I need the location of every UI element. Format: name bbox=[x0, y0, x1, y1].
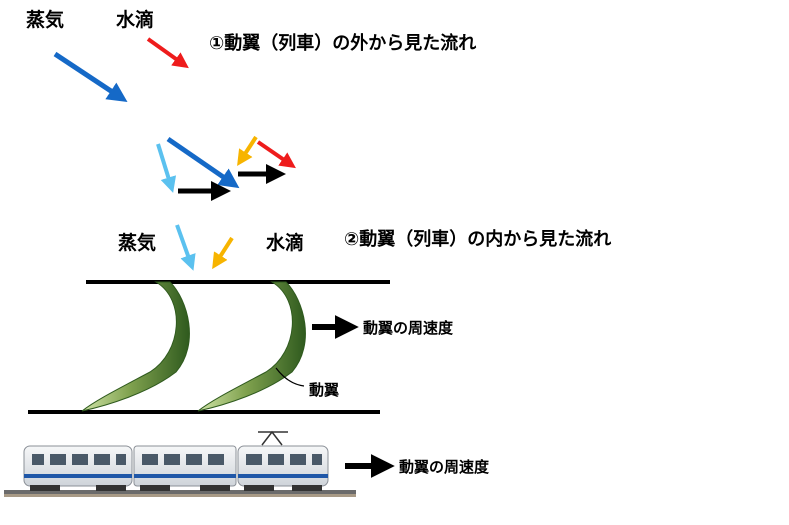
blade-leader-line bbox=[275, 367, 305, 387]
turbine-blade-icon bbox=[197, 281, 306, 412]
droplet-relative-arrow bbox=[237, 135, 258, 167]
turbine-blade-icon bbox=[81, 281, 190, 412]
steam-label-top: 蒸気 bbox=[26, 9, 65, 31]
blade-label: 動翼 bbox=[309, 381, 340, 399]
steam-relative-inflow-arrow bbox=[175, 224, 196, 271]
droplet-relative-inflow-arrow bbox=[212, 236, 234, 270]
title-inside: ②動翼（列車）の内から見た流れ bbox=[344, 229, 612, 250]
steam-absolute-arrow bbox=[166, 136, 240, 189]
blade-speed-label-lower: 動翼の周速度 bbox=[399, 458, 490, 476]
blade-speed-label-upper: 動翼の周速度 bbox=[363, 319, 454, 337]
title-outside: ①動翼（列車）の外から見た流れ bbox=[209, 33, 477, 54]
droplet-label-bottom: 水滴 bbox=[266, 232, 305, 254]
droplet-label-top: 水滴 bbox=[116, 9, 155, 31]
steam-relative-arrow bbox=[156, 143, 177, 193]
droplet-absolute-arrow bbox=[256, 140, 296, 169]
steam-label-bottom: 蒸気 bbox=[118, 232, 157, 254]
droplet-arrow-top bbox=[146, 37, 189, 69]
steam-arrow-top bbox=[53, 51, 128, 102]
train-icon bbox=[4, 430, 356, 497]
